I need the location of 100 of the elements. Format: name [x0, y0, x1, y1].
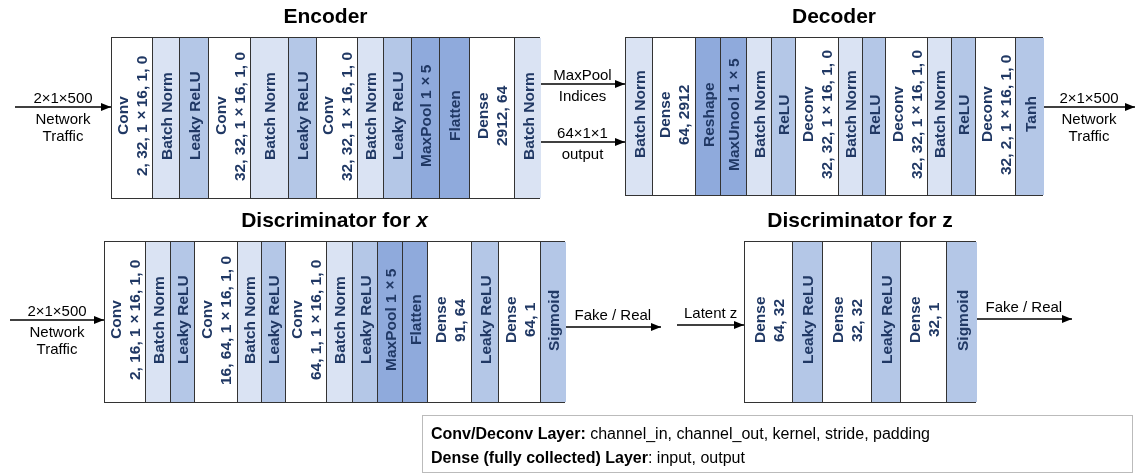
- layer-column: [947, 242, 977, 402]
- layer-label: 32, 32, 1×16, 1, 0: [229, 51, 249, 181]
- note-box: [422, 415, 1133, 473]
- edge-label: MaxPool Indices: [552, 66, 613, 104]
- block-title: Decoder: [792, 4, 876, 28]
- layer-label: 2912, 64: [492, 85, 511, 147]
- edge-label: Fake / Real: [985, 298, 1063, 315]
- layer-label: Dense: [473, 92, 492, 140]
- layer-column: [626, 38, 653, 195]
- layer-column: [1016, 38, 1044, 195]
- layer-column: [412, 38, 440, 198]
- arrow: [9, 315, 105, 325]
- layer-label: Leaky ReLU: [798, 275, 817, 365]
- layer-column: [238, 242, 262, 402]
- layer-label: Flatten: [405, 294, 425, 346]
- layer-label: Batch Norm: [749, 70, 769, 159]
- layer-label: 64, 1: [519, 302, 539, 338]
- layer-column: [289, 38, 317, 198]
- layer-label: Batch Norm: [518, 72, 538, 160]
- layer-label: Leaky ReLU: [475, 275, 495, 365]
- layer-label: 32, 2, 1×16, 1, 0: [995, 54, 1015, 175]
- layer-column: [353, 242, 378, 402]
- layer-label: Sigmoid: [544, 289, 563, 351]
- layer-label: Conv: [106, 300, 125, 340]
- layer-label: 32, 32, 1×16, 1, 0: [817, 50, 836, 180]
- note-text: Dense (fully collected) Layer: input, output: [431, 448, 745, 468]
- layer-label: ReLU: [774, 94, 793, 135]
- block-title: Encoder: [283, 4, 368, 28]
- layer-label: ReLU: [864, 94, 884, 135]
- layer-label: 64, 2912: [674, 84, 693, 145]
- layer-label: Leaky ReLU: [388, 71, 407, 161]
- layer-label: Dense: [828, 296, 847, 344]
- layer-column: [171, 242, 195, 402]
- layer-label: 32, 32: [847, 298, 866, 342]
- layer-label: Dense: [904, 296, 924, 344]
- layer-column: [472, 242, 499, 402]
- layer-label: Leaky ReLU: [876, 275, 896, 365]
- layer-label: 16, 64, 1×16, 1, 0: [216, 255, 235, 385]
- layer-label: Batch Norm: [240, 276, 259, 364]
- layer-column: [146, 242, 171, 402]
- layer-label: MaxUnool 1×5: [724, 58, 743, 171]
- layer-column: [384, 38, 412, 198]
- layer-column: [358, 38, 384, 198]
- layer-label: Batch Norm: [930, 70, 949, 159]
- layer-column: [153, 38, 180, 198]
- layer-label: Batch Norm: [156, 72, 176, 160]
- edge-label: Fake / Real: [574, 306, 652, 323]
- layer-label: 32, 1: [923, 302, 943, 338]
- layer-column: [793, 242, 823, 402]
- layer-column: [863, 38, 886, 195]
- layer-column: [440, 38, 470, 198]
- layer-column: [515, 38, 541, 198]
- layer-column: [872, 242, 901, 402]
- layer-label: Leaky ReLU: [264, 275, 283, 365]
- layer-label: 32, 32, 1×16, 1, 0: [906, 50, 926, 180]
- layer-label: Conv: [210, 96, 230, 136]
- block-title: Discriminator for z: [767, 208, 953, 232]
- layer-label: ReLU: [954, 94, 973, 135]
- layer-column: [262, 242, 286, 402]
- layer-label: 64, 1, 1×16, 1, 0: [306, 259, 325, 381]
- layer-label: Conv: [287, 300, 306, 340]
- layer-label: Batch Norm: [260, 72, 279, 160]
- layer-column: [952, 38, 976, 195]
- layer-label: MaxPool 1×5: [416, 64, 435, 168]
- layer-column: [327, 242, 353, 402]
- layer-label: Batch Norm: [361, 72, 380, 160]
- layer-label: Deconv: [887, 86, 907, 143]
- layer-label: Deconv: [976, 86, 996, 143]
- block-title: Discriminator for x: [241, 208, 428, 232]
- layer-column: [696, 38, 721, 195]
- layer-label: Sigmoid: [952, 289, 972, 351]
- edge-label: 2×1×500 Network Traffic: [1058, 89, 1120, 144]
- layer-label: Batch Norm: [148, 276, 168, 364]
- layer-column: [839, 38, 863, 195]
- arrow: [676, 320, 745, 330]
- layer-label: Leaky ReLU: [293, 71, 312, 161]
- layer-column: [721, 38, 747, 195]
- layer-label: Flatten: [445, 90, 464, 142]
- layer-label: Conv: [113, 96, 132, 136]
- layer-label: Batch Norm: [330, 276, 349, 364]
- layer-label: Conv: [318, 96, 337, 136]
- layer-label: Dense: [749, 296, 769, 344]
- layer-label: 64, 32: [768, 298, 788, 342]
- edge-label: 2×1×500 Network Traffic: [26, 302, 88, 357]
- layer-column: [180, 38, 209, 198]
- layer-column: [378, 242, 403, 402]
- layer-label: 32, 32, 1×16, 1, 0: [337, 51, 356, 181]
- layer-label: Dense: [430, 296, 450, 344]
- note-text: Conv/Deconv Layer: channel_in, channel_out, kernel, stride, padding: [431, 424, 930, 444]
- layer-column: [928, 38, 952, 195]
- layer-label: Tanh: [1020, 96, 1040, 133]
- layer-label: Batch Norm: [629, 70, 649, 159]
- layer-label: Dense: [655, 91, 674, 138]
- layer-label: Batch Norm: [841, 70, 860, 159]
- layer-label: Reshape: [698, 82, 718, 147]
- layer-label: 91, 64: [449, 298, 469, 342]
- layer-label: Leaky ReLU: [173, 275, 192, 365]
- layer-label: MaxPool 1×5: [380, 268, 400, 372]
- layer-label: 2, 16, 1×16, 1, 0: [125, 259, 144, 381]
- layer-label: Dense: [500, 296, 520, 344]
